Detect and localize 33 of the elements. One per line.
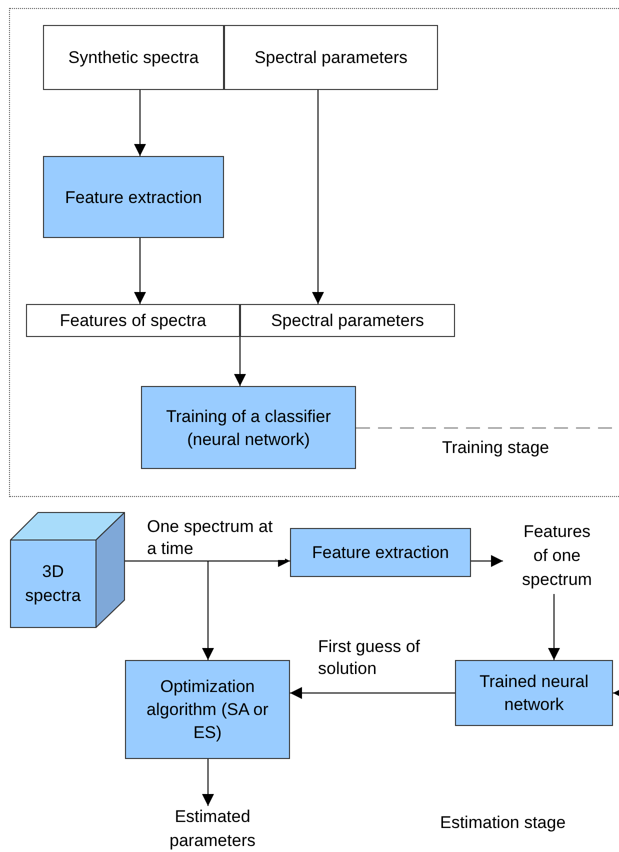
node-label: Synthetic spectra bbox=[68, 47, 199, 69]
node-label: Feature extraction bbox=[312, 542, 449, 564]
process-box bbox=[43, 25, 224, 90]
arrow bbox=[134, 90, 146, 156]
arrow bbox=[548, 594, 560, 660]
arrow bbox=[312, 90, 324, 304]
arrow bbox=[234, 336, 246, 386]
process-box bbox=[125, 660, 290, 759]
process-box bbox=[240, 304, 455, 337]
node-label: Trained neural network bbox=[478, 671, 590, 716]
node-label: 3D spectra bbox=[24, 561, 82, 607]
stage-label: Estimation stage bbox=[440, 812, 566, 834]
arrow bbox=[470, 555, 504, 567]
node-label: Spectral parameters bbox=[270, 310, 424, 332]
process-box bbox=[141, 386, 356, 469]
node-label: Features of one spectrum bbox=[521, 521, 593, 591]
stage-frame bbox=[9, 8, 619, 497]
process-box bbox=[290, 528, 471, 577]
node-label: Spectral parameters bbox=[254, 47, 408, 69]
node-label: Estimated parameters bbox=[168, 806, 256, 852]
arrow bbox=[134, 238, 146, 304]
arrow bbox=[202, 758, 214, 806]
node-label: Features of spectra bbox=[60, 310, 206, 332]
node-label: Training of a classifier (neural network) bbox=[165, 406, 332, 450]
arrow bbox=[612, 687, 619, 699]
process-box bbox=[455, 660, 613, 726]
process-box bbox=[224, 25, 438, 90]
process-box bbox=[43, 156, 224, 238]
process-box bbox=[26, 304, 240, 337]
arrow bbox=[290, 687, 456, 699]
node-label: Training stage bbox=[442, 437, 550, 459]
node-label: Feature extraction bbox=[64, 186, 202, 208]
node-label: Optimization algorithm (SA or ES) bbox=[146, 676, 270, 744]
